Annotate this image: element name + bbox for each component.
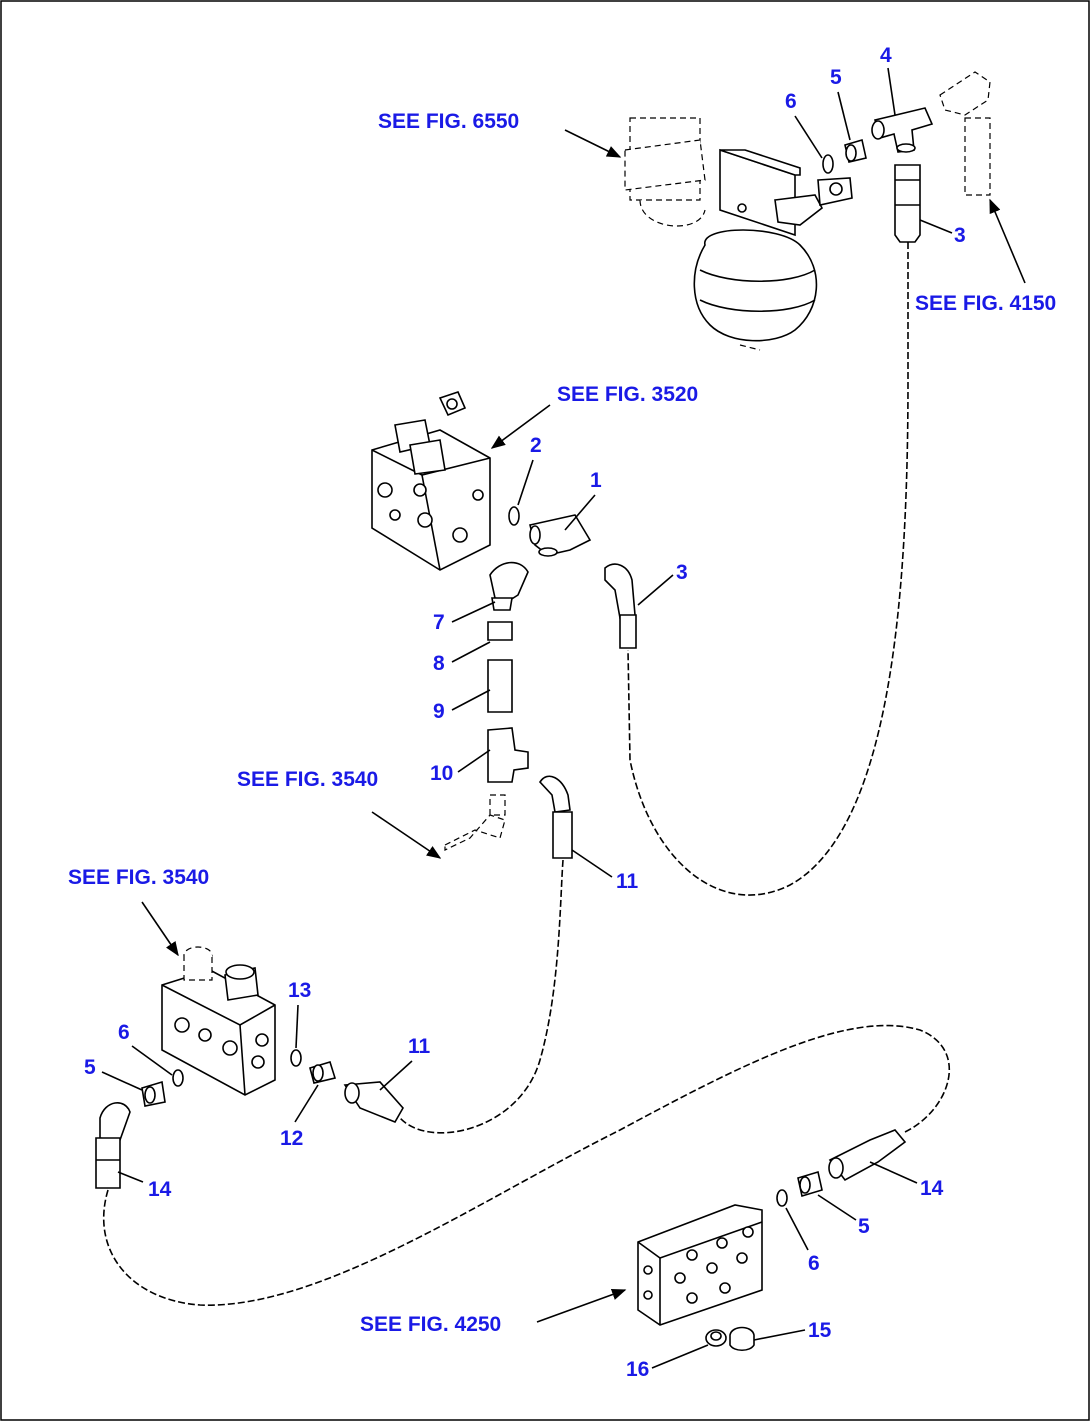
o-ring-13 — [290, 1049, 302, 1067]
ref-fig-3540-upper: SEE FIG. 3540 — [237, 768, 378, 791]
callout-9: 9 — [433, 700, 445, 723]
hose-fitting-top — [894, 164, 921, 243]
callout-7: 7 — [433, 611, 445, 634]
valve-block-3540 — [161, 946, 276, 1096]
ref-fig-6550: SEE FIG. 6550 — [378, 110, 519, 133]
plug-15 — [729, 1326, 755, 1352]
pipe-9 — [487, 659, 513, 713]
callout-4-top: 4 — [880, 44, 892, 67]
tee-mid — [529, 514, 592, 556]
reference-labels: SEE FIG. 6550 SEE FIG. 4150 SEE FIG. 352… — [68, 110, 1056, 1336]
top-fittings — [822, 71, 991, 243]
elbow-14-left — [99, 1102, 131, 1141]
hose-14 — [103, 1024, 950, 1306]
callout-2: 2 — [530, 434, 542, 457]
callout-5-left: 5 — [84, 1056, 96, 1079]
ref-fig-4150: SEE FIG. 4150 — [915, 292, 1056, 315]
tee-10 — [487, 727, 529, 783]
mid-fittings — [444, 506, 637, 859]
callout-3-mid: 3 — [676, 561, 688, 584]
callout-11-mid: 11 — [616, 870, 639, 893]
bottom-fittings — [705, 1129, 907, 1352]
callout-16: 16 — [626, 1358, 649, 1381]
callout-13: 13 — [288, 979, 311, 1002]
callout-11-left: 11 — [408, 1035, 431, 1058]
hoses — [103, 242, 950, 1306]
part-callouts: 4 5 6 3 2 1 3 7 8 9 10 11 13 11 6 5 12 — [84, 44, 966, 1381]
callout-14-left: 14 — [148, 1178, 172, 1201]
elbow-mid-right — [604, 563, 636, 619]
elbow-7 — [489, 561, 529, 601]
elbow-11-upper — [538, 775, 571, 813]
ref-fig-4250: SEE FIG. 4250 — [360, 1313, 501, 1336]
callout-5-top: 5 — [830, 66, 842, 89]
callout-1: 1 — [590, 469, 602, 492]
callout-14-bottom: 14 — [920, 1177, 944, 1200]
ref-fig-3540-left: SEE FIG. 3540 — [68, 866, 209, 889]
accumulator-assembly — [624, 117, 853, 351]
callout-12: 12 — [280, 1127, 303, 1150]
callout-10: 10 — [430, 762, 453, 785]
callout-6-left: 6 — [118, 1021, 130, 1044]
callout-3-top: 3 — [954, 224, 966, 247]
callout-15: 15 — [808, 1319, 832, 1342]
callout-6-bottom: 6 — [808, 1252, 820, 1275]
hose-3-long — [627, 242, 909, 896]
o-ring-left-6 — [172, 1069, 184, 1087]
left-fittings — [95, 1049, 404, 1189]
valve-block-3520 — [371, 391, 491, 571]
o-ring-top — [822, 154, 834, 174]
hose-11 — [399, 859, 564, 1134]
adapter-8 — [487, 621, 513, 641]
valve-block-4250 — [637, 1204, 763, 1326]
o-ring-bottom-6 — [776, 1189, 788, 1207]
callout-8: 8 — [433, 652, 445, 675]
callout-6-top: 6 — [785, 90, 797, 113]
ref-fig-3520: SEE FIG. 3520 — [557, 383, 698, 406]
o-ring-mid — [508, 506, 520, 526]
hose-fitting-14-right — [828, 1129, 907, 1182]
callout-5-bottom: 5 — [858, 1215, 870, 1238]
